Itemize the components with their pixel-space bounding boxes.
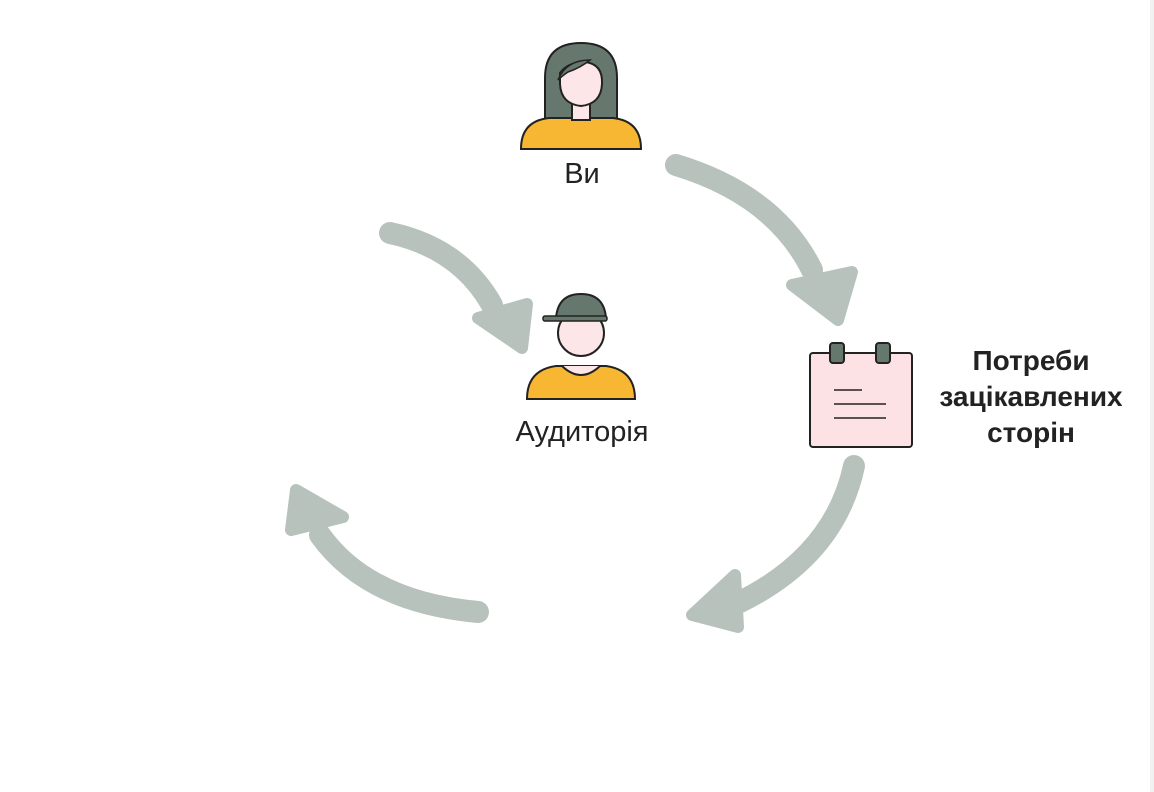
stakeholder-needs-label-line-1: Потреби xyxy=(972,345,1090,376)
stakeholder-needs-label-line-3: сторін xyxy=(987,417,1075,448)
stakeholder-needs-label: Потреби зацікавлених сторін xyxy=(926,343,1136,451)
arrow-left-to-audience xyxy=(379,222,533,354)
arrow-needs-to-bottom xyxy=(686,455,865,633)
stakeholder-needs-label-line-2: зацікавлених xyxy=(939,381,1123,412)
notepad-icon xyxy=(809,342,913,448)
arrow-bottom-to-left xyxy=(285,484,489,623)
you-label: Ви xyxy=(564,158,600,190)
page-edge-divider xyxy=(1150,0,1154,792)
woman-person-icon xyxy=(519,41,643,150)
arrow-you-to-needs xyxy=(665,154,858,326)
person-cap-icon xyxy=(525,292,637,400)
audience-label: Аудиторія xyxy=(515,416,649,448)
